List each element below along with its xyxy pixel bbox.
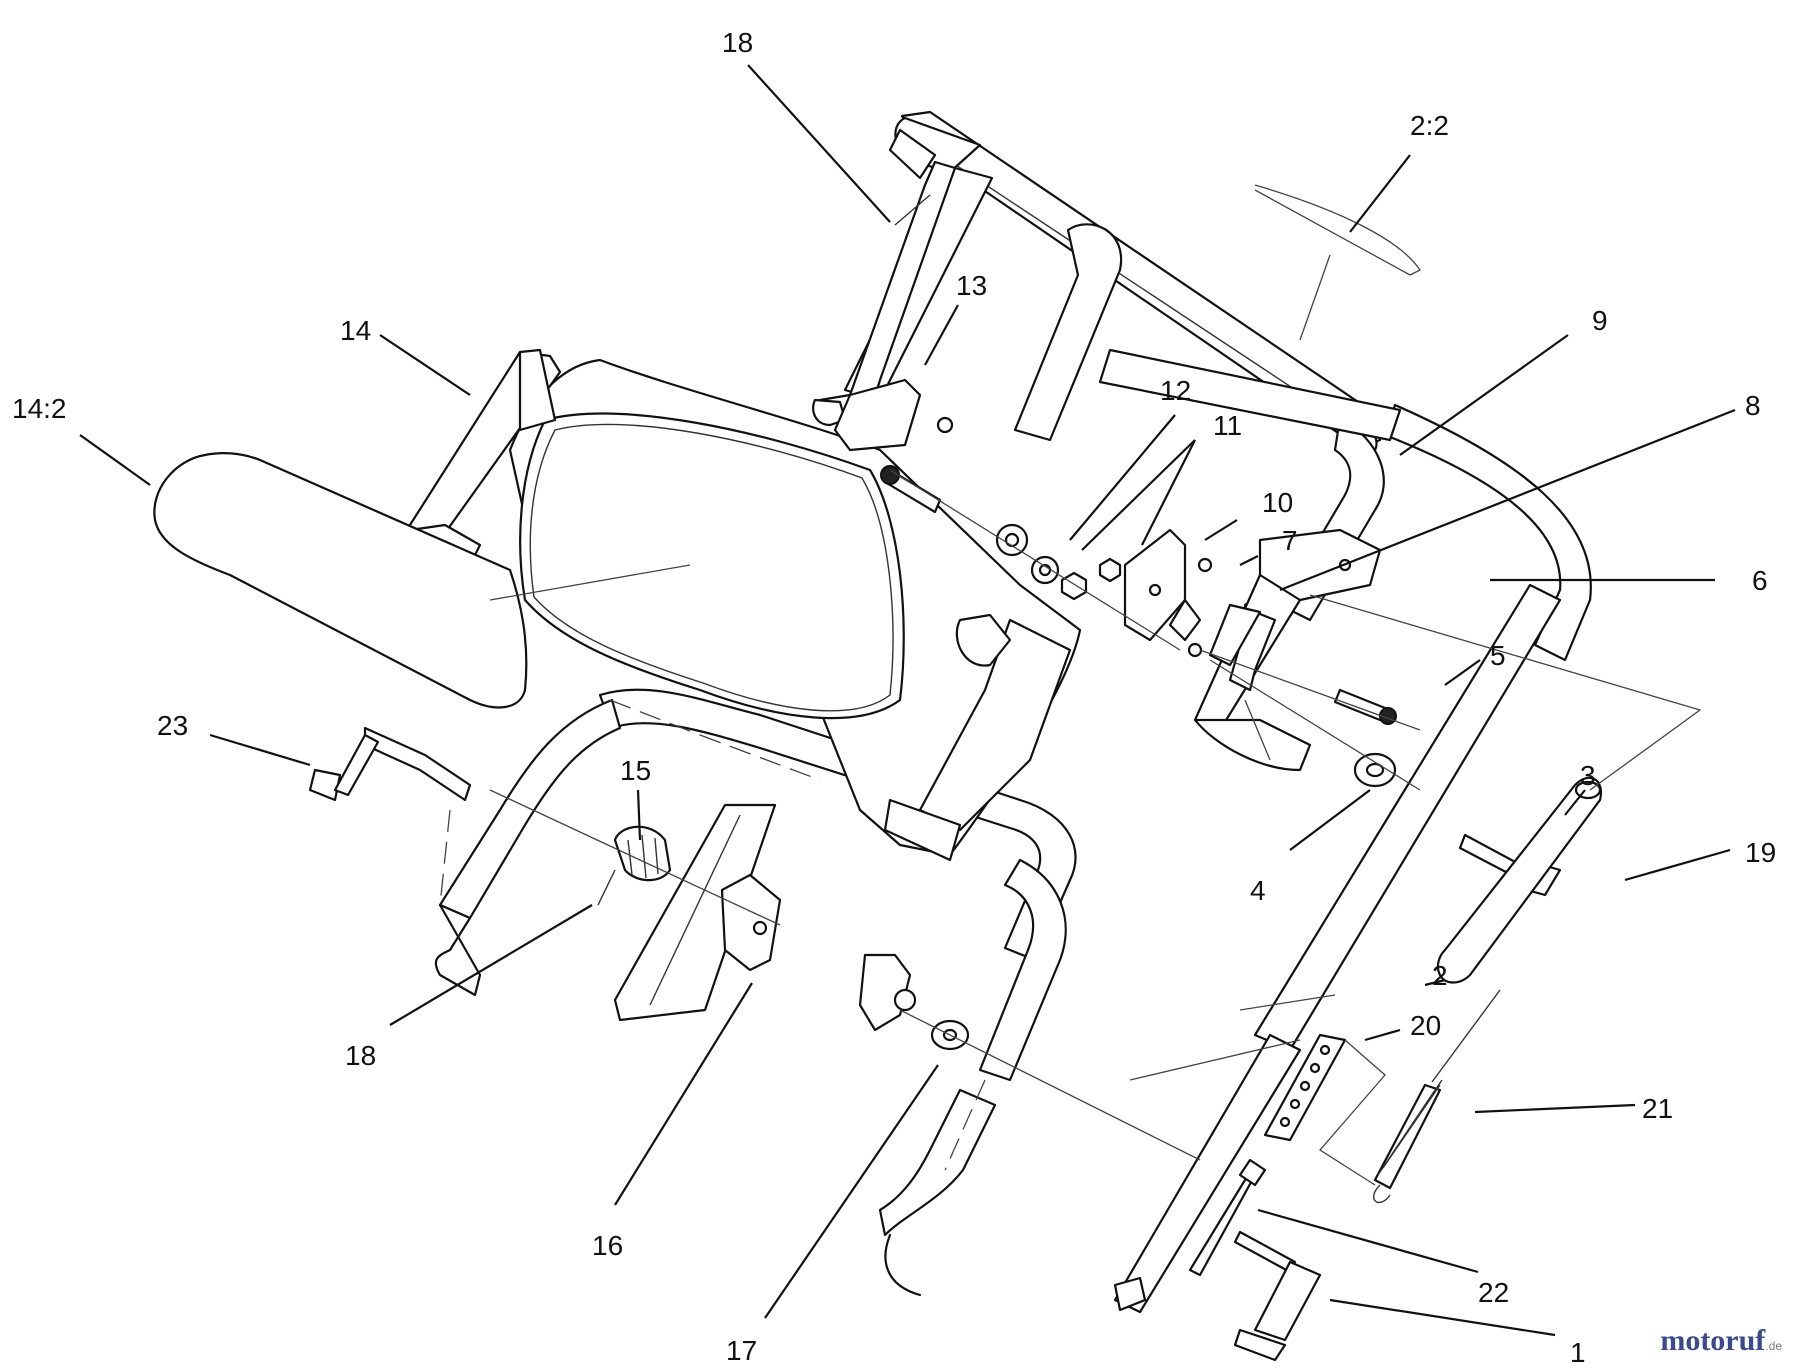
part-5-bolt bbox=[1333, 688, 1397, 725]
callout-16: 16 bbox=[592, 1230, 623, 1261]
part-1-pin bbox=[1233, 1230, 1322, 1362]
callout-3: 3 bbox=[1580, 760, 1596, 791]
callout-19: 19 bbox=[1745, 837, 1776, 868]
part-22-rod bbox=[1188, 1158, 1267, 1277]
callout-6: 6 bbox=[1752, 565, 1768, 596]
callout-10: 10 bbox=[1262, 487, 1293, 518]
callout-14: 14 bbox=[340, 315, 371, 346]
callout-18-top: 18 bbox=[722, 27, 753, 58]
callout-1: 1 bbox=[1570, 1337, 1586, 1368]
leader-lines bbox=[79, 64, 1736, 1337]
callout-8: 8 bbox=[1745, 390, 1761, 421]
callout-15: 15 bbox=[620, 755, 651, 786]
watermark-text: motoruf bbox=[1660, 1324, 1766, 1357]
watermark-suffix: .de bbox=[1765, 1339, 1782, 1353]
bracket-18-upper bbox=[812, 128, 957, 427]
callout-14-2: 14:2 bbox=[12, 393, 67, 424]
part-15-cylinder bbox=[597, 825, 672, 906]
callout-20: 20 bbox=[1410, 1010, 1441, 1041]
part-10-plate bbox=[1123, 528, 1203, 658]
lower-stub-tube bbox=[434, 903, 922, 1297]
callout-4: 4 bbox=[1250, 875, 1266, 906]
callout-21: 21 bbox=[1642, 1093, 1673, 1124]
callout-17: 17 bbox=[726, 1335, 757, 1366]
console-panel bbox=[403, 348, 1082, 862]
assembly-lines bbox=[439, 184, 1702, 1186]
part-23-pin bbox=[308, 726, 472, 802]
callout-2-2: 2:2 bbox=[1410, 110, 1449, 141]
callout-18-bottom: 18 bbox=[345, 1040, 376, 1071]
callout-23: 23 bbox=[157, 710, 188, 741]
part-14-2-cover bbox=[153, 452, 691, 709]
part-20-plate bbox=[1263, 1033, 1347, 1142]
callout-5: 5 bbox=[1490, 640, 1506, 671]
part-17-clamp bbox=[858, 953, 970, 1051]
part-19-tube bbox=[1436, 776, 1603, 984]
callout-12: 12 bbox=[1160, 375, 1191, 406]
hardware-washers bbox=[995, 523, 1267, 623]
callout-9: 9 bbox=[1592, 305, 1608, 336]
part-4-bushing bbox=[1353, 752, 1397, 788]
callout-labels: 18 2:2 13 14 14:2 9 12 11 8 10 7 6 5 23 … bbox=[12, 27, 1776, 1368]
callout-13: 13 bbox=[956, 270, 987, 301]
callout-22: 22 bbox=[1478, 1277, 1509, 1308]
watermark-logo: motoruf.de bbox=[1660, 1324, 1782, 1358]
callout-11: 11 bbox=[1213, 410, 1242, 441]
callout-7: 7 bbox=[1282, 525, 1298, 556]
part-16-track bbox=[613, 803, 782, 1022]
part-2-2-plate bbox=[1254, 189, 1411, 276]
callout-2: 2 bbox=[1432, 960, 1448, 991]
part-6-latch-bracket bbox=[1193, 528, 1382, 772]
part-13-bracket bbox=[833, 378, 954, 514]
part-21-spring bbox=[1373, 989, 1501, 1204]
